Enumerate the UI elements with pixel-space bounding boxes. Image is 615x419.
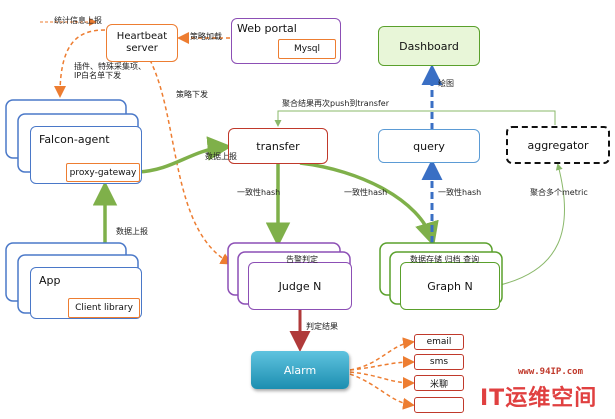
label-data-report-agent: 数据上报 [205, 152, 237, 161]
aggregator-label: aggregator [527, 138, 589, 152]
label-plugin-dispatch: 插件、特殊采集项、 IP白名单下发 [74, 62, 146, 81]
mysql-node: Mysql [278, 39, 336, 59]
label-hash-query: 一致性hash [438, 188, 482, 197]
arrow-transfer-graph [299, 161, 439, 247]
heartbeat-server-label: Heartbeat server [116, 31, 168, 54]
graph-node: Graph N [400, 262, 500, 310]
email-label: email [426, 337, 452, 347]
transfer-label: transfer [256, 139, 300, 153]
sms-label: sms [429, 357, 449, 367]
watermark-brand: IT运维空间 [480, 386, 598, 411]
alarm-label: Alarm [283, 363, 317, 377]
arrow-agent-stats [54, 29, 106, 98]
arrow-agent-report [137, 136, 232, 174]
judge-node: Judge N [248, 262, 352, 310]
alarm-node: Alarm [251, 351, 349, 389]
arrow-graph-aggregator [499, 163, 565, 286]
proxy-gateway-label: proxy-gateway [69, 167, 137, 178]
falcon-agent-label: Falcon-agent [39, 133, 110, 146]
label-judge-result: 判定结果 [306, 322, 338, 331]
label-strategy-dispatch: 策略下发 [176, 90, 208, 99]
dashboard-label: Dashboard [399, 39, 459, 53]
label-data-store: 数据存储 归档 查询 [410, 255, 480, 264]
dashboard-node: Dashboard [378, 26, 480, 66]
email-channel: email [414, 334, 464, 350]
label-strategy-load: 策略加载 [190, 32, 222, 41]
label-agg-metrics: 聚合多个metric [530, 188, 588, 197]
mi-channel: 米聊 [414, 375, 464, 391]
query-label: query [413, 139, 445, 153]
graph-label: Graph N [427, 279, 473, 293]
mysql-label: Mysql [294, 44, 320, 54]
label-data-report-app: 数据上报 [116, 227, 148, 236]
client-library-label: Client library [75, 303, 133, 313]
aggregator-node: aggregator [506, 126, 610, 164]
client-library-node: Client library [68, 298, 140, 318]
label-hash-graph: 一致性hash [344, 188, 388, 197]
extra-channel [414, 397, 464, 413]
proxy-gateway-node: proxy-gateway [66, 163, 140, 182]
label-alarm-judge: 告警判定 [286, 255, 318, 264]
arrow-agg-push [274, 110, 556, 127]
transfer-node: transfer [228, 128, 328, 164]
label-hash-judge: 一致性hash [237, 188, 281, 197]
label-stats-report: 统计信息上报 [54, 16, 102, 25]
label-agg-push: 聚合结果再次push到transfer [282, 99, 389, 108]
app-label: App [39, 274, 61, 287]
query-node: query [378, 129, 480, 163]
watermark-url: www.94IP.com [518, 367, 584, 377]
label-plot: 绘图 [438, 79, 454, 88]
mi-label: 米聊 [429, 379, 448, 390]
heartbeat-server-node: Heartbeat server [106, 24, 178, 62]
judge-label: Judge N [278, 279, 322, 293]
web-portal-label: Web portal [237, 22, 297, 35]
arrow-strategy-dispatch [149, 59, 233, 265]
sms-channel: sms [414, 354, 464, 370]
